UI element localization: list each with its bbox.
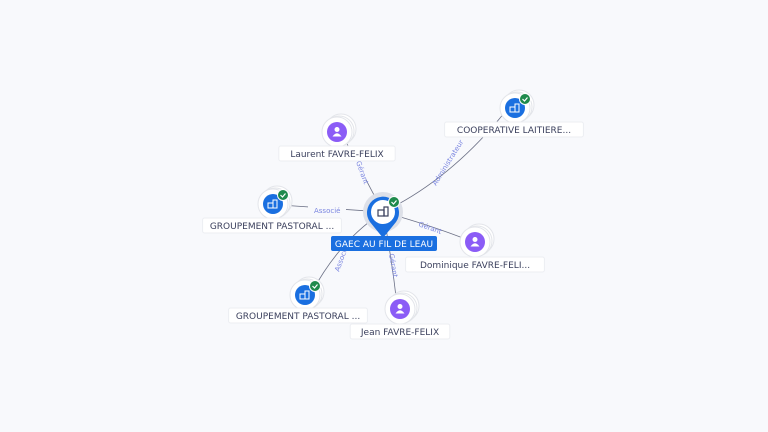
center-node[interactable]: GAEC AU FIL DE LEAU xyxy=(331,192,437,251)
person-icon xyxy=(332,127,342,137)
edge-label: Gérant xyxy=(417,220,443,236)
verified-icon xyxy=(309,280,321,292)
building-icon xyxy=(377,206,389,217)
verified-icon xyxy=(277,189,289,201)
person-icon xyxy=(395,304,405,314)
edge-label: Administrateur xyxy=(431,138,465,187)
node-company[interactable]: COOPERATIVE LAITIERE... xyxy=(444,89,584,138)
verified-icon xyxy=(519,93,531,105)
building-icon xyxy=(299,290,310,300)
node-person[interactable]: Jean FAVRE-FELIX xyxy=(349,290,451,340)
verified-icon xyxy=(388,196,400,208)
node-company[interactable]: GROUPEMENT PASTORAL ... xyxy=(228,276,368,324)
node-person[interactable]: Laurent FAVRE-FELIX xyxy=(278,113,396,162)
node-label: Laurent FAVRE-FELIX xyxy=(290,150,383,160)
node-company[interactable]: GROUPEMENT PASTORAL ... xyxy=(202,185,342,234)
node-label: GROUPEMENT PASTORAL ... xyxy=(236,312,360,322)
node-label: COOPERATIVE LAITIERE... xyxy=(457,126,571,136)
node-label: Jean FAVRE-FELIX xyxy=(360,328,439,338)
person-icon xyxy=(470,237,480,247)
edge-label: Associé xyxy=(314,207,340,215)
edge-label: Gérant xyxy=(387,253,399,278)
node-label: GROUPEMENT PASTORAL ... xyxy=(210,222,334,232)
node-person[interactable]: Dominique FAVRE-FELI... xyxy=(405,223,545,273)
building-icon xyxy=(509,103,520,113)
node-label: Dominique FAVRE-FELI... xyxy=(420,261,530,271)
building-icon xyxy=(267,199,278,209)
center-label: GAEC AU FIL DE LEAU xyxy=(335,240,433,250)
